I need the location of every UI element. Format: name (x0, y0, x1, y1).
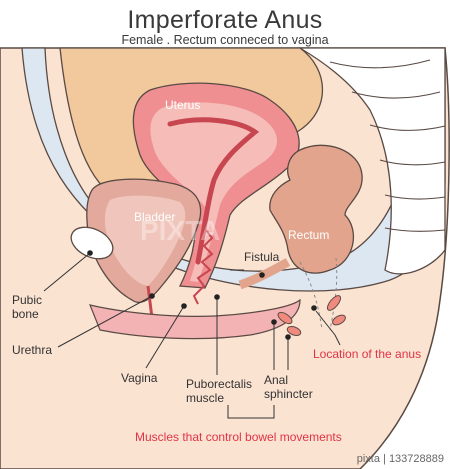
leader-lines (43, 252, 341, 419)
watermark-text: PIXTA (140, 215, 220, 246)
rectum-shape (269, 144, 363, 274)
label-rectum: Rectum (288, 228, 330, 242)
label-uterus: Uterus (165, 98, 201, 112)
label-muscles-bowel: Muscles that control bowel movements (135, 430, 342, 444)
label-anal-sphincter-line1: Anal (264, 373, 289, 387)
vertebra-lines (329, 59, 446, 232)
stock-id: pixta | 133728889 (356, 453, 444, 465)
label-location-of-anus: Location of the anus (313, 347, 422, 361)
label-vagina: Vagina (121, 371, 158, 385)
urethra-tube (146, 285, 154, 319)
leader-dots (87, 250, 317, 340)
absent-anal-canal (299, 257, 338, 331)
label-pubic-bone-line2: bone (12, 307, 39, 321)
bladder-inner (104, 195, 186, 286)
label-puborectalis-line1: Puborectalis (186, 377, 253, 391)
vagina-canal (192, 229, 214, 305)
label-pubic-bone-line1: Pubic (12, 293, 43, 307)
diagram-title: Imperforate Anus (127, 6, 323, 34)
label-bladder: Bladder (134, 210, 176, 224)
label-puborectalis-line2: muscle (186, 391, 225, 405)
perineal-tissue (89, 298, 301, 340)
label-anal-sphincter-line2: sphincter (264, 387, 313, 401)
uterus-inner (150, 102, 277, 283)
uterus-cavity (167, 117, 260, 265)
anal-sphincter-muscles (277, 295, 346, 336)
label-fistula: Fistula (244, 250, 280, 264)
label-urethra: Urethra (12, 343, 53, 357)
diagram-subtitle: Female . Rectum conneced to vagina (121, 33, 329, 47)
